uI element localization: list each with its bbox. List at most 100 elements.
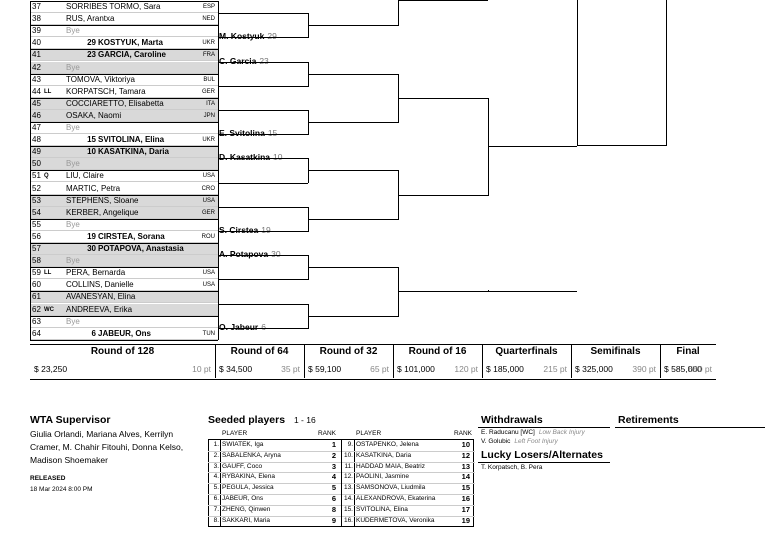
player-name: SVITOLINA, Elina: [98, 135, 165, 145]
player-name: Bye: [66, 159, 80, 169]
pair-divider: [30, 339, 218, 341]
seed-index: 12.: [343, 473, 353, 481]
seed-index-divider: [354, 483, 355, 494]
player-name: POTAPOVA, Anastasia: [98, 244, 184, 253]
draw-position: 41: [32, 50, 41, 60]
seed-index-divider: [354, 450, 355, 462]
seed-row-divider: [342, 472, 475, 474]
seeded-range: 1 - 16: [293, 415, 316, 425]
winner-seed: 29: [267, 31, 277, 42]
player-name: Bye: [66, 26, 80, 36]
draw-position: 38: [32, 14, 41, 24]
seed-index-divider: [220, 440, 221, 451]
seed-index-divider: [220, 504, 221, 516]
entry-tag: LL: [44, 88, 52, 95]
seed-player-name: PAOLINI, Jasmine: [356, 473, 409, 481]
country-code: NED: [202, 16, 215, 23]
entry-tag: Q: [44, 173, 49, 180]
seed-index: 3.: [213, 462, 219, 470]
prize-separator: [482, 344, 483, 378]
prize-money: $ 101,000: [397, 364, 435, 374]
bracket-vline: [666, 0, 667, 146]
seed-index: 15.: [343, 505, 353, 513]
round64-slot-line: [218, 206, 308, 208]
round16-slot-line: [398, 291, 488, 293]
prize-round-label: Round of 16: [408, 346, 467, 357]
seed-number: 10: [87, 147, 96, 157]
prize-money: $ 185,000: [486, 364, 524, 374]
seed-index: 14.: [343, 495, 353, 502]
seed-index-divider: [354, 440, 355, 451]
draw-position: 56: [32, 231, 41, 241]
player-name: JABEUR, Ons: [98, 328, 151, 338]
draw-position: 42: [32, 62, 41, 72]
player-name: KOSTYUK, Marta: [98, 38, 163, 48]
withdrawals-rule: [478, 427, 610, 428]
qf-slot-line: [488, 146, 577, 148]
round64-slot-line: [218, 327, 308, 329]
round32-slot-line: [308, 170, 398, 172]
player-name: OSAKA, Naomi: [66, 110, 122, 120]
country-code: USA: [202, 173, 215, 180]
seed-index-divider: [354, 504, 355, 516]
seed-index: 2.: [213, 451, 219, 459]
seed-row-divider: [342, 494, 475, 495]
seed-index-divider: [220, 450, 221, 462]
round16-slot-line: [398, 194, 488, 196]
sf-slot-line: [577, 145, 666, 146]
winner-seed: 10: [273, 152, 283, 163]
prize-round-label: Round of 128: [90, 346, 155, 357]
seed-index-divider: [354, 472, 355, 484]
pair-divider: [30, 170, 218, 172]
seed-index: 6.: [213, 495, 219, 502]
pair-divider: [30, 315, 218, 317]
seed-table-divider: [341, 439, 342, 527]
draw-position: 63: [32, 316, 41, 326]
seed-index-divider: [220, 483, 221, 494]
seed-col-rank: RANK: [453, 430, 472, 437]
pair-divider: [30, 218, 218, 220]
draw-position: 61: [32, 292, 41, 302]
winner-name: O. Jabeur: [219, 321, 259, 332]
prize-money: $ 34,500: [219, 364, 253, 374]
entry-tag: WC: [44, 306, 54, 313]
qf-slot-line: [488, 291, 577, 293]
ranking-points: 390 pt: [632, 364, 656, 374]
prize-round-label: Quarterfinals: [495, 346, 558, 357]
pair-divider: [30, 49, 218, 51]
draw-position: 55: [32, 219, 41, 229]
draw-position: 47: [32, 123, 41, 132]
seed-index: 13.: [343, 484, 353, 492]
ranking-points: 120 pt: [454, 364, 478, 374]
seed-row-divider: [208, 504, 341, 506]
draw-position: 43: [32, 74, 41, 84]
ranking-points: 35 pt: [281, 364, 300, 374]
winner-name: D. Kasatkina: [219, 152, 271, 163]
seed-col-player: PLAYER: [356, 430, 382, 437]
lucky-rule: [478, 462, 610, 463]
draw-position: 57: [32, 244, 41, 253]
seed-index-divider: [220, 515, 221, 527]
round32-slot-line: [308, 315, 398, 317]
seed-index-divider: [220, 461, 221, 473]
seed-rank: 14: [461, 472, 470, 482]
draw-position: 58: [32, 256, 41, 266]
seed-row-divider: [208, 515, 341, 517]
seed-index-divider: [354, 461, 355, 473]
withdrawal-name: V. Golubic: [481, 438, 511, 445]
draw-position: 51: [32, 171, 41, 181]
player-name: TOMOVA, Viktoriya: [66, 74, 135, 84]
draw-position: 59: [32, 268, 41, 278]
